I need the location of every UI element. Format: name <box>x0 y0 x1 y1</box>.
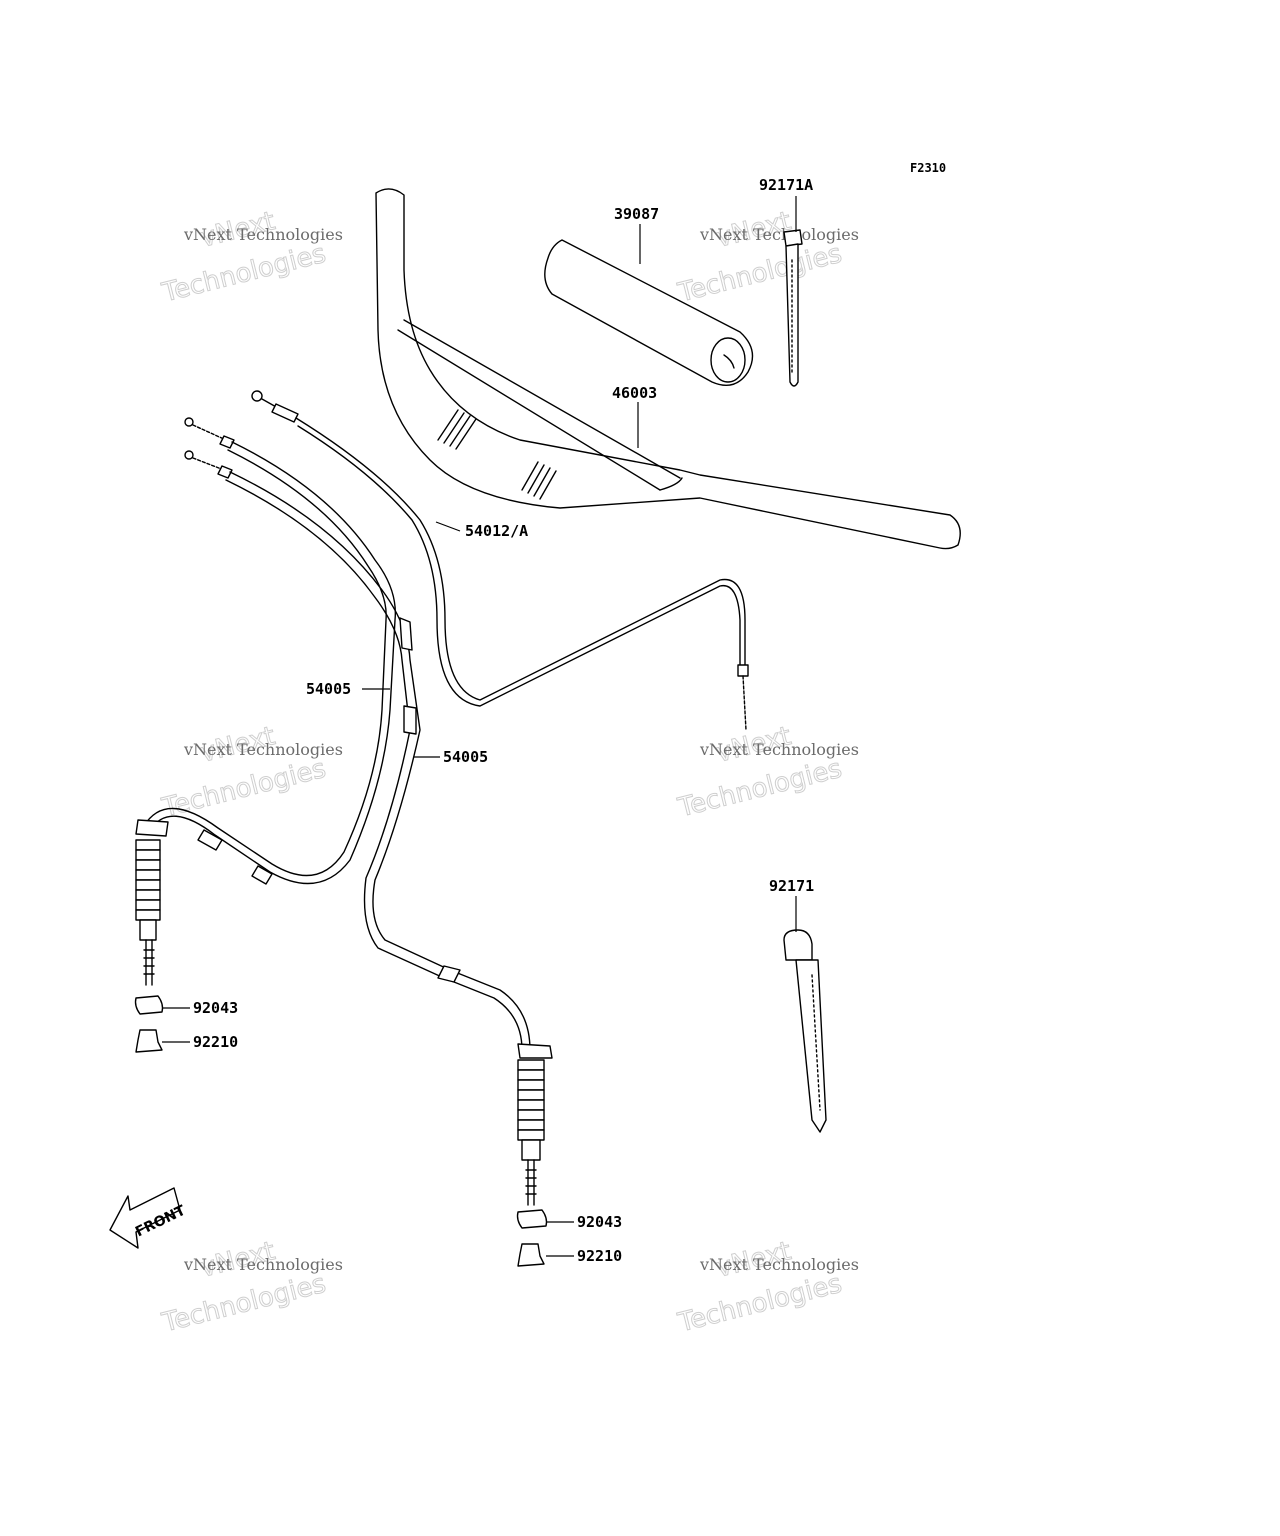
nut-92043-left <box>134 995 164 1015</box>
handlebar-46003 <box>375 188 961 550</box>
watermark-text: vNext Technologies <box>699 1255 859 1274</box>
watermark-top-right: vNext Technologies vNext Technologies <box>674 206 859 309</box>
callout-54012A: 54012/A <box>465 522 528 540</box>
callout-92043-right: 92043 <box>577 1213 622 1231</box>
adjuster-right <box>517 1059 545 1206</box>
knurl-band-left <box>437 409 477 450</box>
cable-tie-92171A <box>783 229 803 387</box>
watermark-text: vNext Technologies <box>699 740 859 759</box>
callout-92171A: 92171A <box>759 176 813 194</box>
cable-tie-92171 <box>783 929 827 1133</box>
watermark-technologies: Technologies <box>675 1269 845 1339</box>
throttle-cable-54012A <box>251 390 749 731</box>
handlebar-pad-39087 <box>544 239 754 386</box>
callout-46003: 46003 <box>612 384 657 402</box>
knurl-band-right <box>521 461 557 500</box>
callout-39087: 39087 <box>614 205 659 223</box>
watermark-technologies: Technologies <box>675 239 845 309</box>
watermark-bottom-left: vNext Technologies vNext Technologies <box>158 1236 343 1339</box>
watermark-text: vNext Technologies <box>183 1255 343 1274</box>
brake-cable-54005-right <box>184 450 553 1206</box>
adjuster-left <box>135 839 161 986</box>
watermark-bottom-right: vNext Technologies vNext Technologies <box>674 1236 859 1339</box>
watermark-technologies: Technologies <box>675 754 845 824</box>
callout-92043-left: 92043 <box>193 999 238 1017</box>
watermark-technologies: Technologies <box>159 239 329 309</box>
figure-code: F2310 <box>910 161 946 175</box>
nut-92210-left <box>135 1029 163 1053</box>
nut-92043-right <box>516 1209 548 1229</box>
callout-92171: 92171 <box>769 877 814 895</box>
nut-92210-right <box>517 1243 545 1267</box>
front-direction-arrow: FRONT <box>109 1187 188 1249</box>
watermark-mid-right: vNext Technologies vNext Technologies <box>674 721 859 824</box>
leader-lines <box>162 196 797 1257</box>
watermark-technologies: Technologies <box>159 1269 329 1339</box>
callout-92210-right: 92210 <box>577 1247 622 1265</box>
watermark-text: vNext Technologies <box>699 225 859 244</box>
callout-54005-upper: 54005 <box>306 680 351 698</box>
watermark-text: vNext Technologies <box>183 225 343 244</box>
callout-92210-left: 92210 <box>193 1033 238 1051</box>
callout-54005-lower: 54005 <box>443 748 488 766</box>
watermark-mid-left: vNext Technologies vNext Technologies <box>158 721 343 824</box>
watermark-technologies: Technologies <box>159 754 329 824</box>
watermark-text: vNext Technologies <box>183 740 343 759</box>
watermark-top-left: vNext Technologies vNext Technologies <box>158 206 343 309</box>
brake-cable-54005-left <box>135 417 397 986</box>
